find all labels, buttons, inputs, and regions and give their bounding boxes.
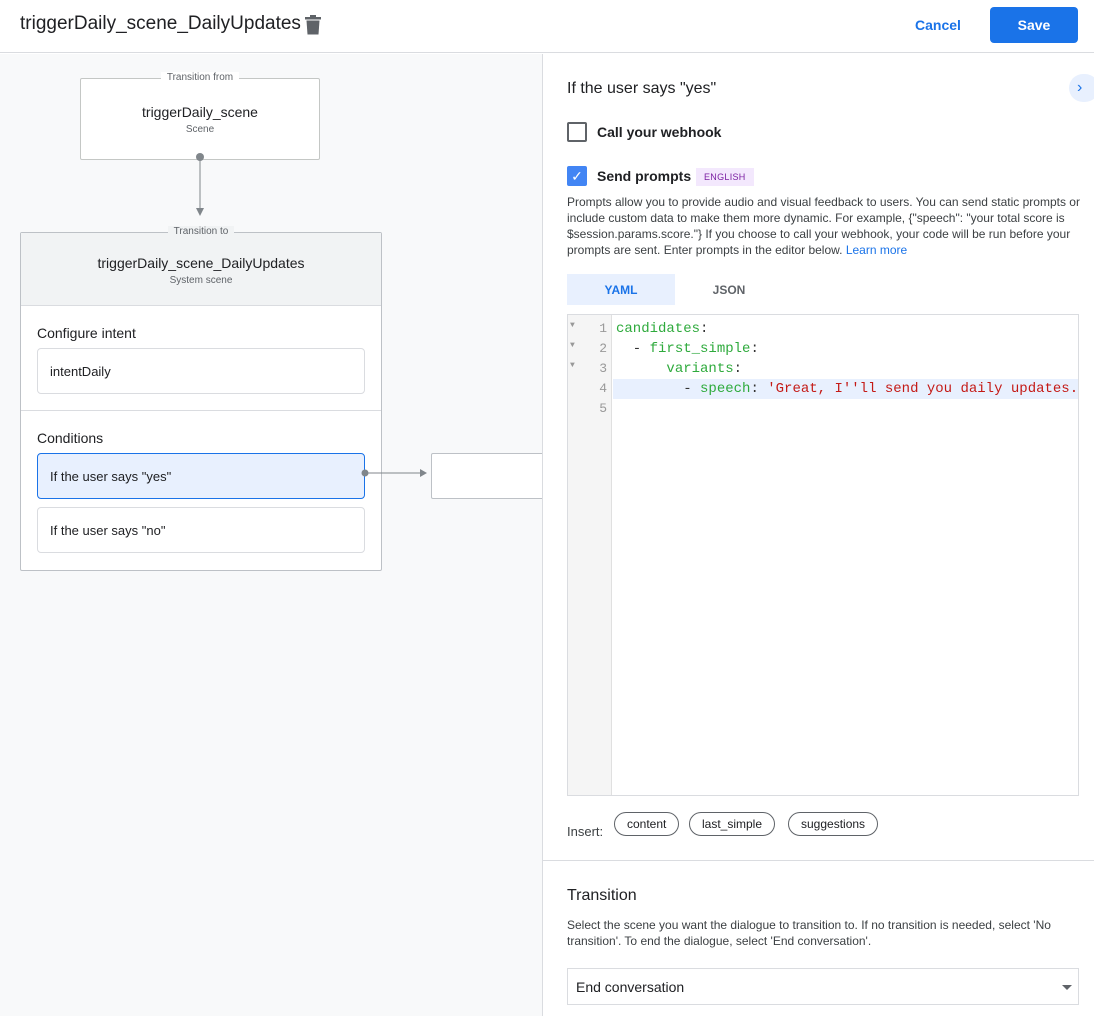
to-node-header[interactable]: Transition to triggerDaily_scene_DailyUp…	[21, 226, 381, 306]
code-editor[interactable]: ▼ ▼ ▼ 1 2 3 4 5 candidates: - first_simp…	[567, 314, 1079, 796]
language-badge: ENGLISH	[696, 168, 754, 186]
conditions-label: Conditions	[37, 430, 104, 446]
insert-last-simple-chip[interactable]: last_simple	[689, 812, 776, 836]
editor-gutter: ▼ ▼ ▼ 1 2 3 4 5	[568, 315, 612, 795]
from-scene-type: Scene	[185, 124, 215, 135]
chevron-right-icon[interactable]: ›	[1069, 74, 1094, 102]
cancel-button[interactable]: Cancel	[915, 17, 961, 33]
page-title: triggerDaily_scene_DailyUpdates	[20, 13, 301, 34]
code-line: variants:	[666, 361, 743, 377]
intent-item[interactable]: intentDaily	[37, 348, 365, 394]
transition-from-legend: Transition from	[160, 72, 240, 83]
insert-content-chip[interactable]: content	[614, 812, 680, 836]
panel-title: If the user says "yes"	[567, 80, 717, 97]
divider	[543, 860, 1094, 861]
send-prompts-checkbox[interactable]: ✓	[567, 166, 587, 186]
transition-select[interactable]: End conversation	[567, 968, 1079, 1005]
transition-to-legend: Transition to	[167, 226, 235, 237]
tab-json[interactable]: JSON	[712, 282, 746, 297]
description-text: Prompts allow you to provide audio and v…	[567, 195, 1080, 257]
code-line: - speech: 'Great, I''ll send you daily u…	[613, 379, 1078, 399]
tab-yaml[interactable]: YAML	[567, 274, 675, 305]
insert-label: Insert:	[567, 824, 604, 839]
flow-canvas: Transition from triggerDaily_scene Scene…	[0, 54, 542, 1016]
transition-description: Select the scene you want the dialogue t…	[567, 918, 1051, 948]
condition-connector	[361, 469, 427, 477]
insert-suggestions-chip[interactable]: suggestions	[788, 812, 879, 836]
save-button[interactable]: Save	[990, 7, 1078, 43]
send-prompts-label: Send prompts	[597, 168, 692, 184]
dropdown-arrow-icon	[1062, 985, 1072, 990]
check-icon: ✓	[571, 168, 583, 184]
from-scene-name: triggerDaily_scene	[142, 104, 258, 120]
line-number: 2	[599, 341, 607, 356]
line-number: 4	[599, 381, 607, 396]
to-scene-type: System scene	[169, 275, 233, 286]
connector-arrow	[196, 153, 204, 216]
fold-icon[interactable]: ▼	[570, 361, 575, 370]
divider	[21, 410, 381, 411]
line-number: 3	[599, 361, 607, 376]
configure-intent-label: Configure intent	[37, 325, 136, 341]
header: triggerDaily_scene_DailyUpdates Cancel S…	[0, 0, 1094, 53]
transition-title: Transition	[567, 887, 637, 904]
line-number: 5	[599, 401, 607, 416]
webhook-label: Call your webhook	[597, 124, 722, 140]
fold-icon[interactable]: ▼	[570, 321, 575, 330]
fold-icon[interactable]: ▼	[570, 341, 575, 350]
delete-icon[interactable]	[304, 15, 322, 35]
transition-to-node: Transition to triggerDaily_scene_DailyUp…	[20, 226, 382, 571]
learn-more-link[interactable]: Learn more	[845, 243, 908, 257]
line-number: 1	[599, 321, 607, 336]
selected-value: End conversation	[576, 978, 685, 995]
code-line: - first_simple:	[616, 341, 759, 357]
prompts-description: Prompts allow you to provide audio and v…	[567, 194, 1087, 258]
condition-yes[interactable]: If the user says "yes"	[37, 453, 365, 499]
webhook-checkbox[interactable]	[567, 122, 587, 142]
target-scene-node[interactable]	[431, 453, 542, 499]
condition-no[interactable]: If the user says "no"	[37, 507, 365, 553]
to-scene-name: triggerDaily_scene_DailyUpdates	[97, 255, 305, 271]
details-panel: › If the user says "yes" Call your webho…	[542, 54, 1094, 1016]
transition-from-node[interactable]: Transition from triggerDaily_scene Scene	[80, 72, 320, 160]
code-line: candidates:	[616, 321, 709, 337]
